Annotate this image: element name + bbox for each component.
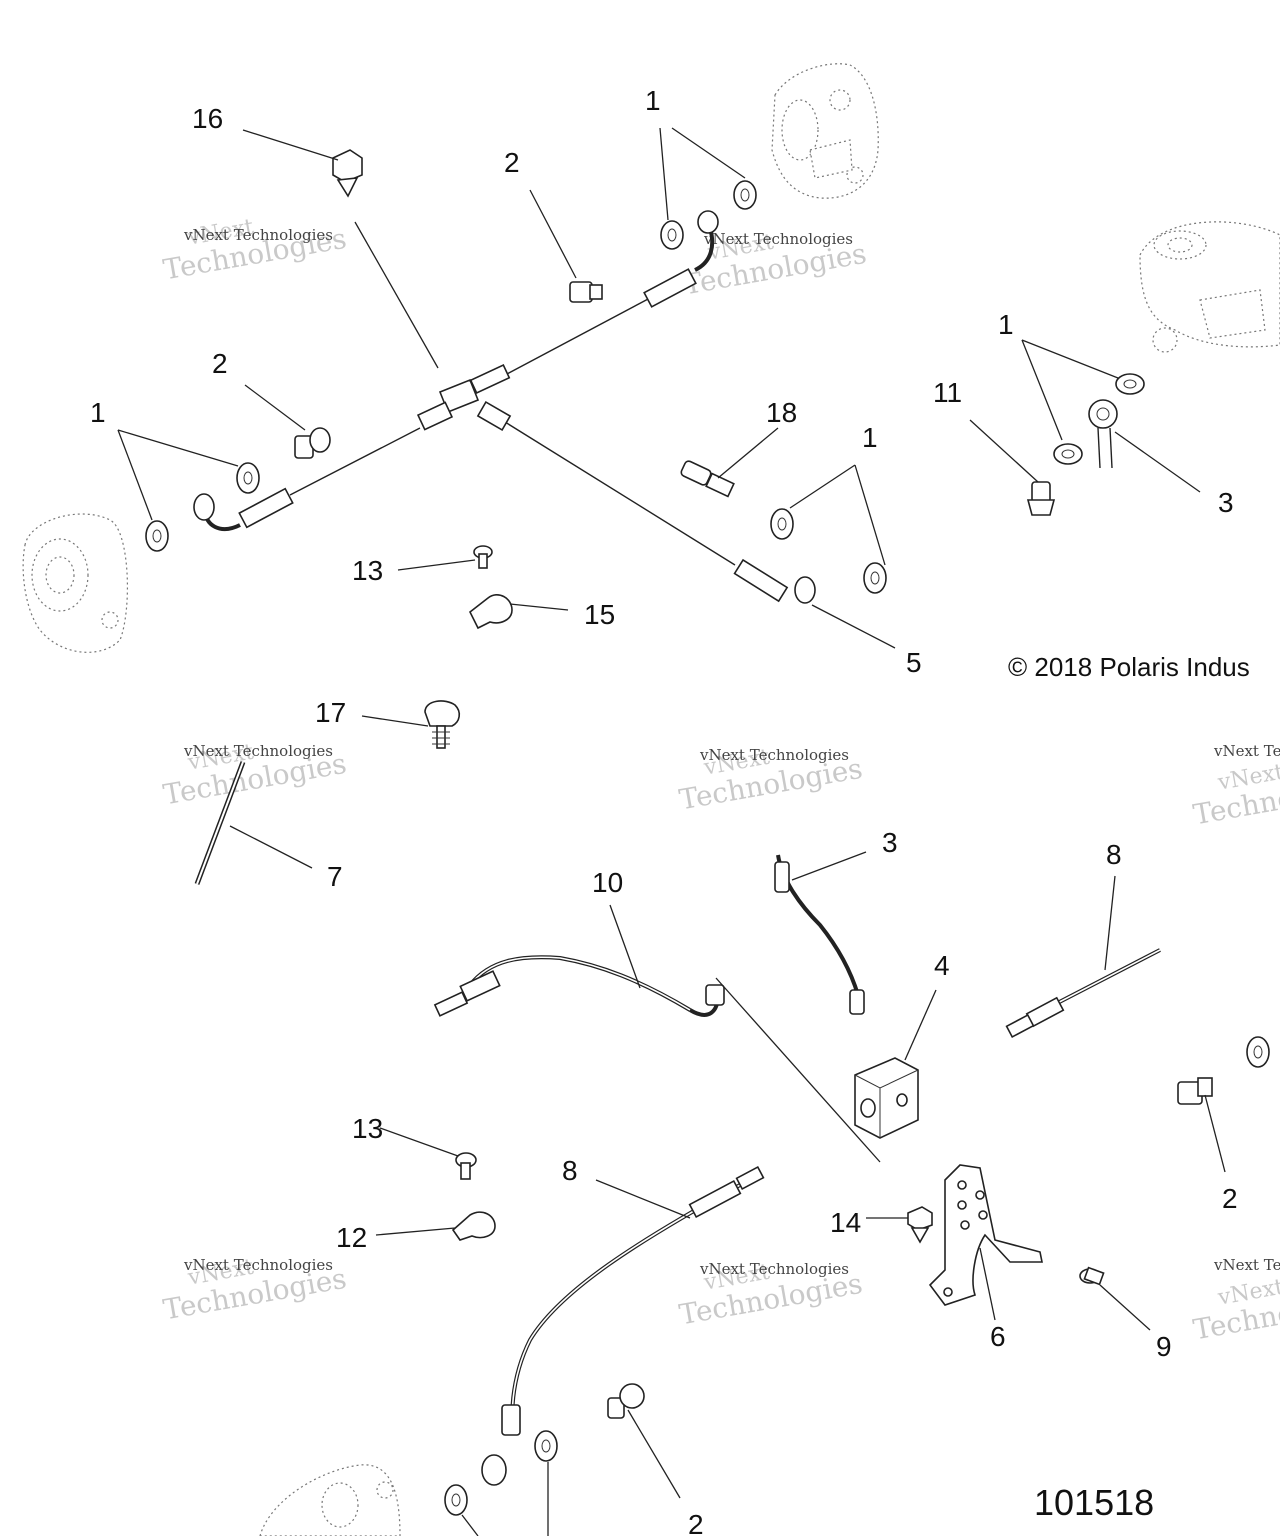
mounting-bracket-6 xyxy=(928,1164,1043,1306)
bolt-11 xyxy=(1026,481,1056,516)
front-left-caliper xyxy=(22,513,129,653)
brake-hose-10 xyxy=(433,955,725,1017)
junction-block-4 xyxy=(854,1057,919,1139)
rod-7 xyxy=(194,761,246,885)
watermark-text: vNext Technologies xyxy=(1213,742,1280,760)
callout-5: 5 xyxy=(906,647,922,678)
watermark-text: vNext Technologies xyxy=(183,742,333,760)
washer-group xyxy=(145,180,1270,1516)
bleeder-valve xyxy=(680,460,735,498)
callout-12: 12 xyxy=(336,1222,367,1253)
copyright-notice: © 2018 Polaris Indus xyxy=(1008,652,1250,682)
washer xyxy=(733,180,757,210)
callout-17: 17 xyxy=(315,697,346,728)
callout-8: 8 xyxy=(1106,839,1122,870)
brake-line-3 xyxy=(774,854,865,1015)
screw-9 xyxy=(1079,1266,1105,1286)
front-right-caliper xyxy=(771,63,879,199)
callout-13: 13 xyxy=(352,1113,383,1144)
watermark-text: vNext Technologies xyxy=(183,1256,333,1274)
callout-11: 11 xyxy=(933,377,962,408)
watermark-text: vNext Technologies xyxy=(183,226,333,244)
callout-3: 3 xyxy=(882,827,898,858)
callout-13: 13 xyxy=(352,555,383,586)
callout-9: 9 xyxy=(1156,1331,1172,1362)
callout-1: 1 xyxy=(862,422,878,453)
callout-7: 7 xyxy=(327,861,343,892)
brake-hose-8-right xyxy=(1005,948,1161,1039)
callout-2: 2 xyxy=(212,348,228,379)
callout-2: 2 xyxy=(688,1509,704,1536)
bolt-16 xyxy=(332,149,363,198)
clamp-12 xyxy=(451,1211,496,1241)
callout-1: 1 xyxy=(998,309,1014,340)
watermark-text: vNext Technologies xyxy=(699,1260,849,1278)
callout-8: 8 xyxy=(562,1155,578,1186)
washer xyxy=(660,220,684,250)
washer xyxy=(863,562,887,594)
callout-2: 2 xyxy=(504,147,520,178)
callout-labels: 16 2 1 1 11 3 2 1 18 1 13 15 5 17 7 10 3… xyxy=(90,85,1238,1536)
watermark-text: vNext Technologies xyxy=(703,230,853,248)
callout-1: 1 xyxy=(90,397,106,428)
brake-hose-8-bottom xyxy=(481,1165,765,1486)
banjo-bolt xyxy=(294,427,331,459)
banjo-bolt xyxy=(607,1383,645,1419)
front-brake-line-assembly xyxy=(193,210,816,604)
clamp-15 xyxy=(468,594,513,630)
diagram-reference-number: 101518 xyxy=(1034,1482,1155,1523)
washer xyxy=(1115,373,1145,395)
watermark-text: vNext Technologies xyxy=(699,746,849,764)
washer xyxy=(145,520,169,552)
washer xyxy=(1246,1036,1270,1068)
master-cylinder xyxy=(1139,221,1280,353)
washer xyxy=(534,1430,558,1462)
screw-13-top xyxy=(473,545,493,569)
leader-lines xyxy=(117,127,1226,1536)
banjo-bolt xyxy=(569,281,603,303)
bolt-14 xyxy=(907,1206,933,1244)
callout-2: 2 xyxy=(1222,1183,1238,1214)
callout-1: 1 xyxy=(645,85,661,116)
screw-13-bottom xyxy=(455,1152,477,1180)
rear-caliper xyxy=(259,1464,401,1536)
washer xyxy=(1053,443,1083,465)
callout-10: 10 xyxy=(592,867,623,898)
callout-16: 16 xyxy=(192,103,223,134)
master-cylinder-hose-top xyxy=(1088,399,1118,469)
clip-17 xyxy=(424,700,461,749)
watermark-text: vNext Technologies xyxy=(1213,1256,1280,1274)
callout-15: 15 xyxy=(584,599,615,630)
callout-14: 14 xyxy=(830,1207,861,1238)
callout-18: 18 xyxy=(766,397,797,428)
washer xyxy=(770,508,794,540)
banjo-bolt-group xyxy=(294,281,1213,1419)
callout-4: 4 xyxy=(934,950,950,981)
callout-3: 3 xyxy=(1218,487,1234,518)
washer xyxy=(444,1484,468,1516)
callout-6: 6 xyxy=(990,1321,1006,1352)
watermark-group: vNext Technologies vNext Technologies vN… xyxy=(161,215,1280,1347)
banjo-bolt xyxy=(1177,1077,1213,1105)
washer xyxy=(236,462,260,494)
